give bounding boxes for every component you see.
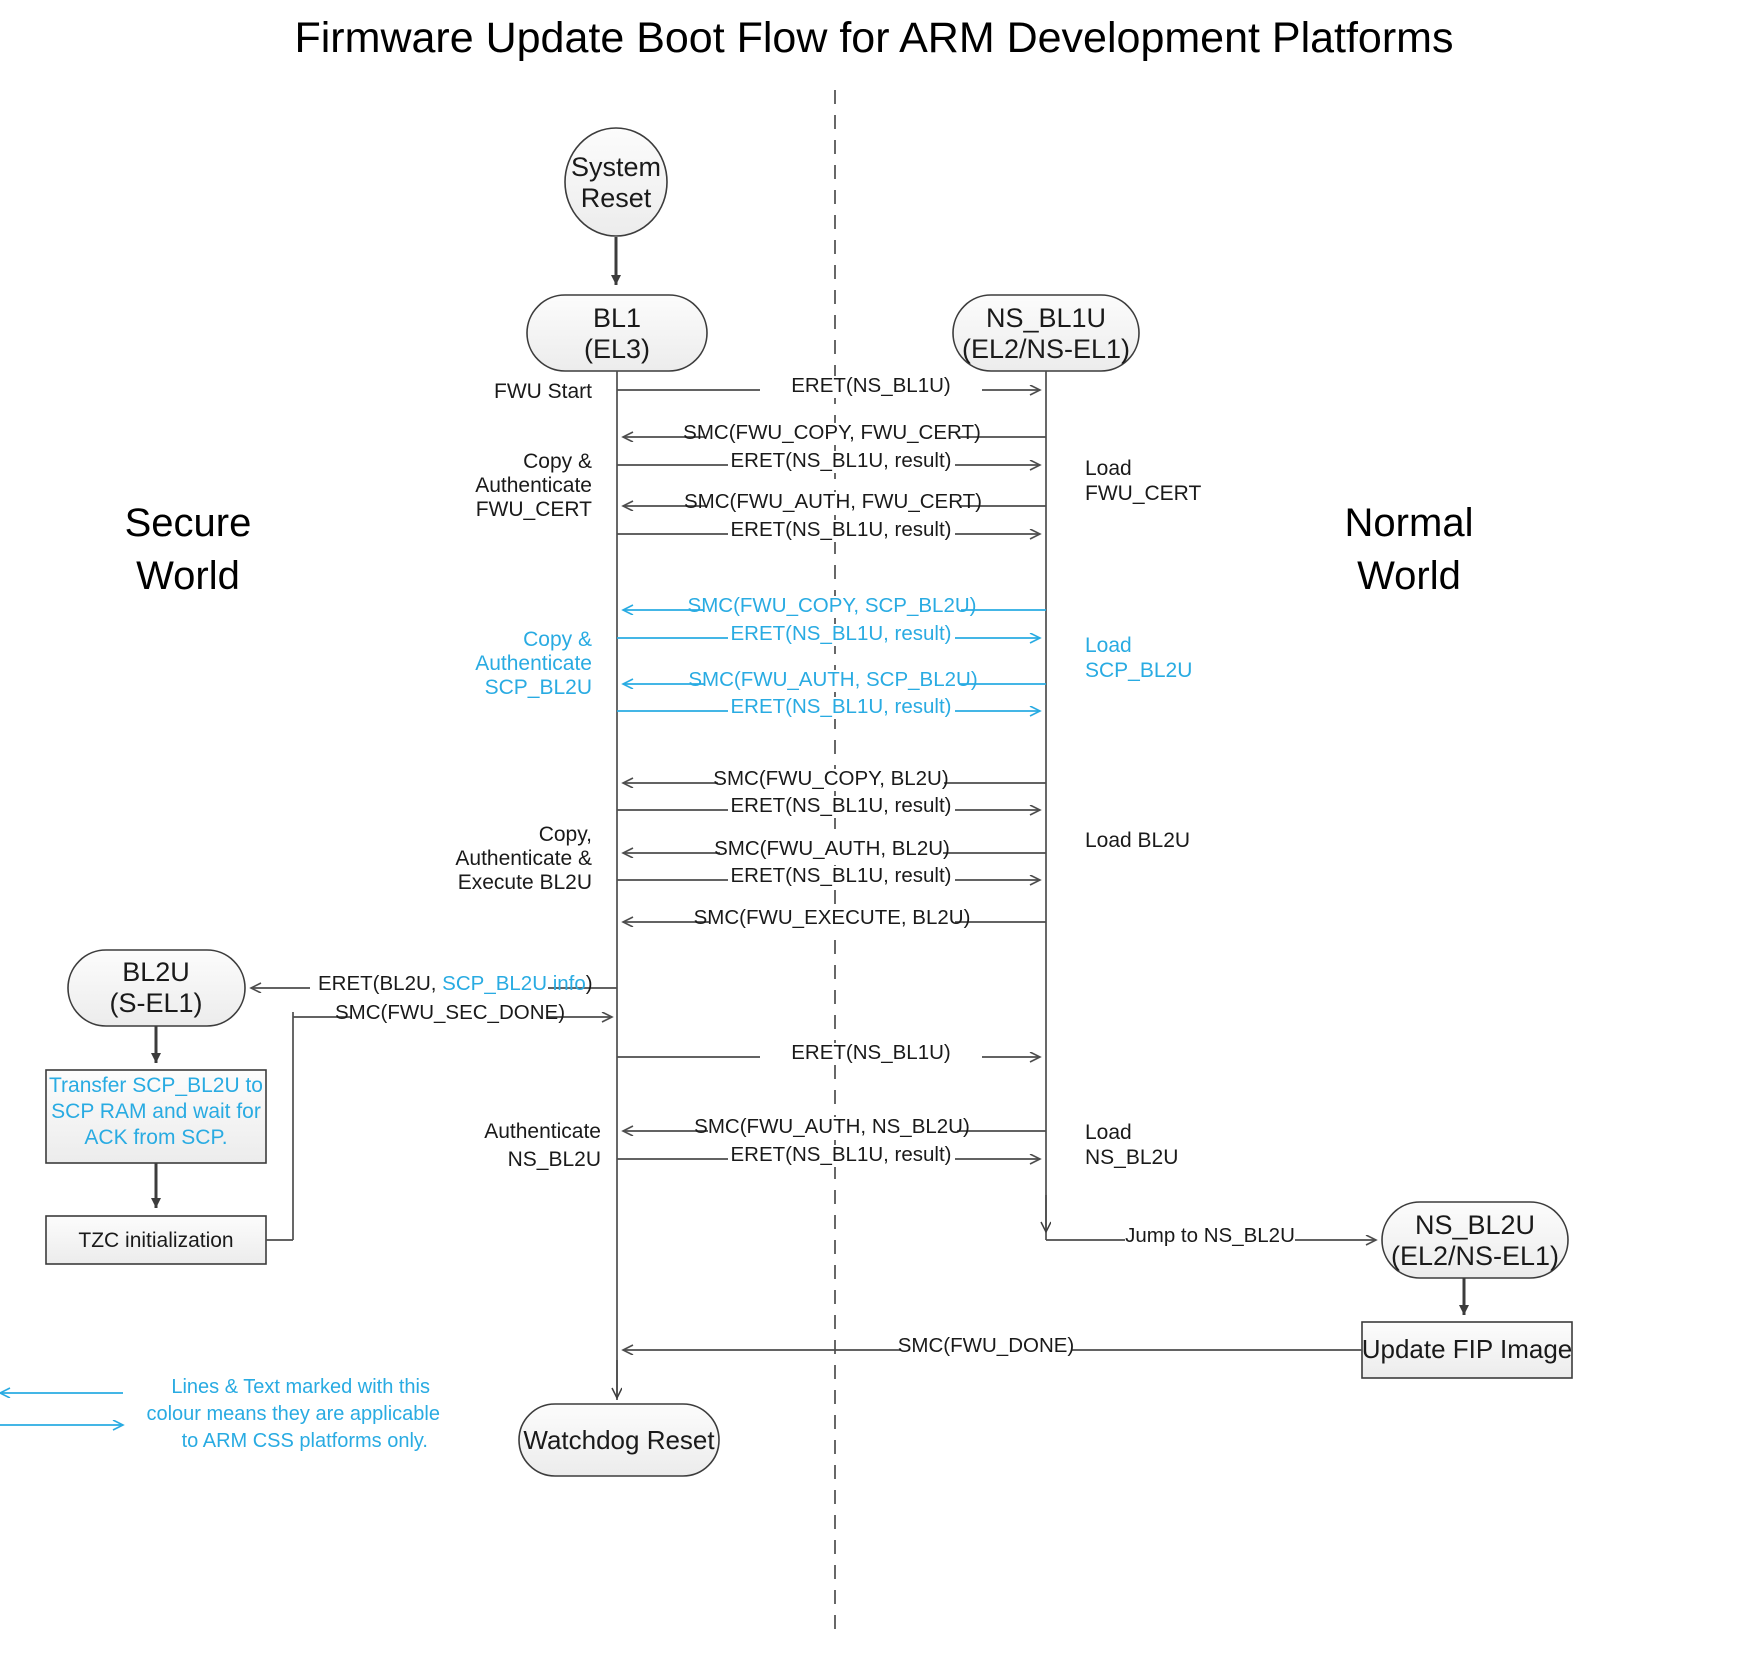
message-label-m6: SMC(FWU_COPY, SCP_BL2U) (688, 594, 977, 617)
annotation-right-b4-line1: Load (1085, 1121, 1132, 1144)
process-box-update-fip-image[interactable] (1361, 1321, 1573, 1379)
annotation-right-b3-line1: Load BL2U (1085, 829, 1190, 852)
message-label-m1: ERET(NS_BL1U) (791, 374, 951, 397)
node-ns-bl2u[interactable] (1381, 1201, 1569, 1279)
annotation-left-a2-line2: Authenticate (475, 474, 592, 497)
node-bl2u-line1: BL2U (122, 957, 190, 987)
message-label-m13: ERET(NS_BL1U, result) (730, 864, 951, 887)
annotation-left-a3-line3: SCP_BL2U (485, 676, 592, 699)
node-bl1-line2: (EL3) (584, 334, 650, 364)
transfer-box-line1: Transfer SCP_BL2U to (49, 1074, 263, 1097)
process-box-tzc-initialization[interactable] (45, 1215, 267, 1265)
message-label-m20: Jump to NS_BL2U (1125, 1224, 1295, 1247)
node-ns-bl2u-line2: (EL2/NS-EL1) (1391, 1241, 1559, 1271)
message-label-m9: ERET(NS_BL1U, result) (730, 695, 951, 718)
node-system-reset-line2: Reset (581, 183, 652, 213)
annotation-right-b2-line1: Load (1085, 634, 1132, 657)
message-label-m4: SMC(FWU_AUTH, FWU_CERT) (684, 490, 982, 513)
transfer-box-line2: SCP RAM and wait for (51, 1100, 261, 1123)
normal-world-label-line2: World (1357, 554, 1461, 598)
message-label-m15: ERET(BL2U, SCP_BL2U info) (318, 972, 593, 995)
normal-world-label-line1: Normal (1345, 501, 1474, 545)
update-fip-image-label: Update FIP Image (1362, 1334, 1573, 1364)
page-title: Firmware Update Boot Flow for ARM Develo… (294, 14, 1453, 62)
annotation-left-a2-line3: FWU_CERT (476, 498, 592, 521)
message-label-m10: SMC(FWU_COPY, BL2U) (713, 767, 948, 790)
annotation-left-a1-line1: FWU Start (494, 380, 592, 403)
message-label-m19: ERET(NS_BL1U, result) (730, 1143, 951, 1166)
message-label-m5: ERET(NS_BL1U, result) (730, 518, 951, 541)
annotation-left-a5-line1: Authenticate (484, 1120, 601, 1143)
node-ns-bl1u-line2: (EL2/NS-EL1) (962, 334, 1130, 364)
message-label-m21: SMC(FWU_DONE) (898, 1334, 1075, 1357)
node-ns-bl1u-line1: NS_BL1U (986, 303, 1106, 333)
node-watchdog-reset[interactable] (518, 1403, 720, 1477)
message-label-m8: SMC(FWU_AUTH, SCP_BL2U) (688, 668, 977, 691)
node-bl1-line1: BL1 (593, 303, 641, 333)
annotation-left-a2-line1: Copy & (523, 450, 592, 473)
annotation-right-b1-line1: Load (1085, 457, 1132, 480)
legend-line3: to ARM CSS platforms only. (182, 1430, 428, 1452)
annotation-right-b4-line2: NS_BL2U (1085, 1146, 1178, 1169)
tzc-initialization-label: TZC initialization (78, 1229, 233, 1252)
message-label-m15-part2: SCP_BL2U info (442, 972, 586, 995)
message-label-m2: SMC(FWU_COPY, FWU_CERT) (683, 421, 981, 444)
secure-world-label-line1: Secure (125, 501, 252, 545)
message-label-m11: ERET(NS_BL1U, result) (730, 794, 951, 817)
node-system-reset-line1: System (571, 152, 661, 182)
annotation-left-a3-line2: Authenticate (475, 652, 592, 675)
legend-line2: colour means they are applicable (146, 1403, 440, 1425)
message-label-m16: SMC(FWU_SEC_DONE) (335, 1001, 565, 1024)
message-label-m15-part1: ERET(BL2U, (318, 972, 442, 995)
process-box-transfer-scp-bl2u[interactable] (45, 1069, 267, 1164)
annotation-right-b1-line2: FWU_CERT (1085, 482, 1201, 505)
node-ns-bl2u-line1: NS_BL2U (1415, 1210, 1535, 1240)
message-label-m12: SMC(FWU_AUTH, BL2U) (714, 837, 950, 860)
annotation-left-a3-line1: Copy & (523, 628, 592, 651)
secure-world-label-line2: World (136, 554, 240, 598)
message-label-m3: ERET(NS_BL1U, result) (730, 449, 951, 472)
transfer-box-line3: ACK from SCP. (84, 1126, 227, 1149)
annotation-left-a5-line2: NS_BL2U (508, 1148, 601, 1171)
annotation-left-a4-line3: Execute BL2U (458, 871, 592, 894)
message-label-m18: SMC(FWU_AUTH, NS_BL2U) (694, 1115, 970, 1138)
message-label-m14: SMC(FWU_EXECUTE, BL2U) (694, 906, 971, 929)
message-label-m15-part3: ) (586, 972, 593, 995)
legend-line1: Lines & Text marked with this (171, 1376, 430, 1398)
annotation-left-a4-line2: Authenticate & (455, 847, 592, 870)
message-label-m7: ERET(NS_BL1U, result) (730, 622, 951, 645)
message-label-m17: ERET(NS_BL1U) (791, 1041, 951, 1064)
node-system-reset[interactable] (564, 127, 668, 237)
node-watchdog-reset-label: Watchdog Reset (523, 1425, 715, 1455)
node-bl2u-line2: (S-EL1) (109, 988, 202, 1018)
annotation-right-b2-line2: SCP_BL2U (1085, 659, 1192, 682)
annotation-left-a4-line1: Copy, (539, 823, 592, 846)
